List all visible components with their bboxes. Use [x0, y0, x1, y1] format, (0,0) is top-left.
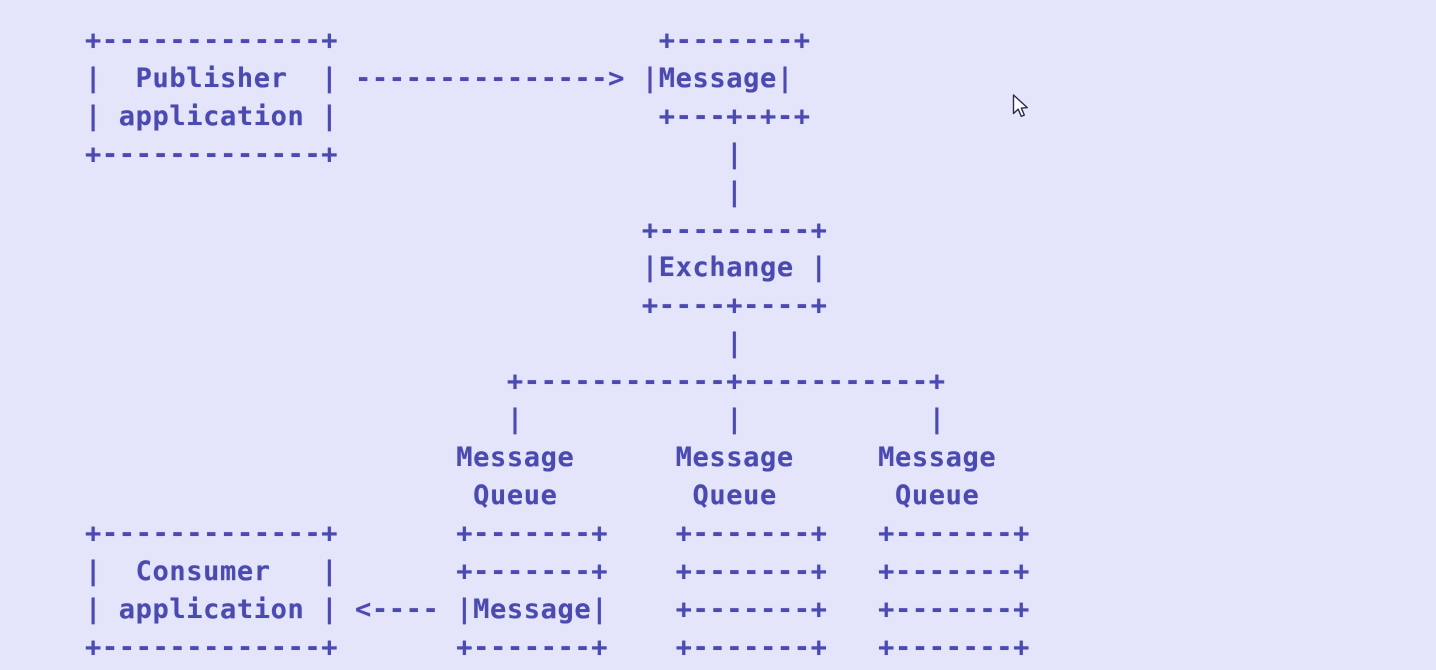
ascii-row-exchange-bottom-border: +----+----+ [85, 290, 828, 322]
ascii-row-publisher-title: | Publisher | ---------------> |Message| [85, 62, 794, 94]
ascii-row-consumer-subtitle: | application | <---- |Message| +-------… [85, 593, 1031, 625]
ascii-row-publisher-subtitle: | application | +---+-+-+ [85, 100, 811, 132]
ascii-row-queue-drop-links: | | | [85, 404, 946, 436]
ascii-row-queue-labels-queue: Queue Queue Queue [85, 479, 980, 511]
ascii-row-exchange-top-border: +---------+ [85, 214, 828, 246]
ascii-row-consumer-top-border: +-------------+ +-------+ +-------+ +---… [85, 517, 1031, 549]
ascii-row-consumer-title: | Consumer | +-------+ +-------+ +------… [85, 555, 1031, 587]
ascii-row-publisher-bottom-border: +-------------+ | [85, 138, 744, 170]
ascii-row-exchange-fanout-link: | [85, 328, 744, 360]
ascii-row-exchange-title: |Exchange | [85, 252, 828, 284]
ascii-row-consumer-bottom-border: +-------------+ +-------+ +-------+ +---… [85, 631, 1031, 663]
ascii-row-publisher-top-border: +-------------+ +-------+ [85, 25, 811, 56]
ascii-row-message-exchange-link: | [85, 176, 744, 208]
ascii-row-queue-labels-message: Message Message Message [85, 441, 997, 473]
ascii-row-queue-fanout-bus: +------------+-----------+ [85, 366, 946, 398]
ascii-art-diagram: +-------------+ +-------+ | Publisher | … [85, 25, 1031, 663]
